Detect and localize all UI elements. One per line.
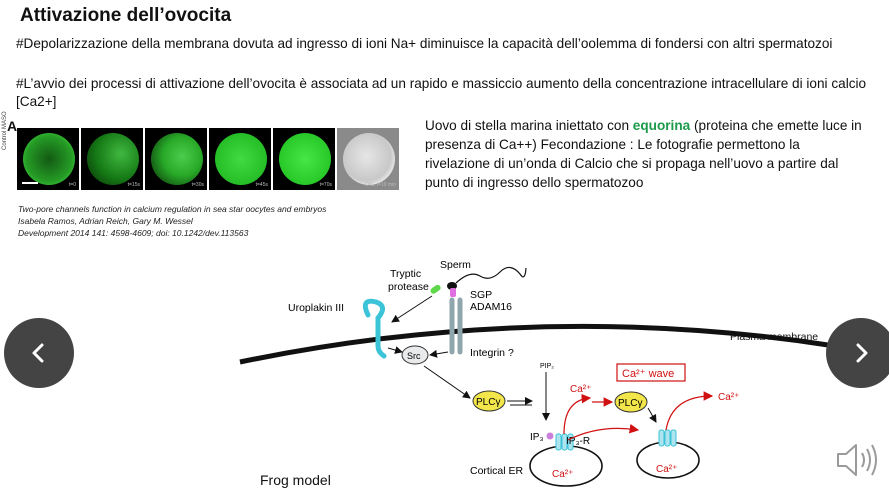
protease-to-uroplakin-arrow (391, 295, 433, 323)
pip2-label: PIP₂ (540, 363, 554, 370)
frame-time-label: t=15s (127, 182, 140, 188)
oocyte-image (215, 133, 267, 185)
tryptic-label-2: protease (388, 281, 429, 293)
ip3r-label: IP₃-R (566, 436, 590, 447)
bullet-calcium: #L’avvio dei processi di attivazione del… (16, 76, 867, 109)
plc-label-2: PLCγ (618, 398, 642, 409)
uroplakin-to-src-arrow (387, 346, 403, 354)
chevron-left-icon (32, 343, 44, 363)
frame-time-label: t=30s (191, 182, 204, 188)
ip3-molecule (546, 432, 554, 440)
adam16-label: ADAM16 (470, 301, 512, 313)
tryptic-protease-shape (430, 284, 441, 294)
integrin-label: Integrin ? (470, 347, 514, 359)
citation: Two-pore channels function in calcium re… (18, 203, 326, 239)
plc-label-1: PLCγ (476, 397, 500, 408)
aequorin-frame: t=0 (17, 128, 79, 190)
figure-panel-label: A (7, 118, 18, 134)
uroplakin-shape (362, 298, 387, 359)
cortical-er-label: Cortical ER (470, 465, 524, 477)
ca-label-released: Ca²⁺ (570, 384, 591, 395)
cortical-er-1 (529, 445, 603, 487)
slide-title: Attivazione dell’ovocita (20, 5, 232, 26)
tryptic-label-1: Tryptic (390, 268, 421, 280)
aequorin-frame: t=45s (209, 128, 271, 190)
description-highlight: equorina (632, 118, 691, 133)
ip3-receptor-2 (658, 429, 677, 447)
sperm-label: Sperm (440, 259, 471, 271)
src-to-plc-arrow (423, 365, 471, 399)
next-slide-button[interactable] (826, 318, 889, 388)
oocyte-image (279, 133, 331, 185)
plc-shape-1 (472, 390, 506, 412)
aequorin-frame: t=70s (273, 128, 335, 190)
ca-label-er-2: Ca²⁺ (656, 464, 677, 475)
integrin-to-src-arrow (429, 349, 449, 358)
chevron-right-icon (856, 343, 868, 363)
citation-authors: Isabela Ramos, Adrian Reich, Gary M. Wes… (18, 216, 193, 226)
uroplakin-label: Uroplakin III (288, 302, 344, 314)
frame-time-label: t=45s (255, 182, 268, 188)
citation-title: Two-pore channels function in calcium re… (18, 204, 327, 214)
description-text: Uovo di stella marina iniettato con equo… (425, 116, 865, 192)
sperm-tail (455, 266, 527, 284)
frame-time-label: DIC, t=10 min (365, 182, 396, 188)
integrin-shape (449, 297, 463, 355)
aequorin-image-strip: t=0 t=15s t=30s t=45s t=70s DIC, t=10 min (17, 128, 399, 190)
aequorin-frame: t=15s (81, 128, 143, 190)
aequorin-frame: DIC, t=10 min (337, 128, 399, 190)
oocyte-image (87, 133, 139, 185)
description-after: (proteina che emette luce in presenza di… (425, 118, 862, 190)
plc2-to-er2-arrow (647, 407, 657, 423)
sperm-head (447, 282, 457, 290)
plc-shape-2 (614, 391, 648, 413)
ca-label-er-1: Ca²⁺ (552, 469, 573, 480)
frame-time-label: t=70s (319, 182, 332, 188)
speaker-icon[interactable] (834, 440, 882, 480)
ip3-label: IP₃ (530, 432, 544, 443)
oocyte-image (23, 133, 75, 185)
src-shape (401, 345, 429, 365)
previous-slide-button[interactable] (4, 318, 74, 388)
src-label: Src (407, 351, 421, 361)
sgp-shape (450, 288, 456, 297)
scale-bar (22, 182, 38, 184)
oocyte-image (343, 133, 395, 185)
citation-journal: Development 2014 141: 4598-4609; doi: 10… (18, 228, 249, 238)
ca-release-arrow-up (563, 393, 592, 435)
bullet-depolarization: #Depolarizzazione della membrana dovuta … (16, 36, 833, 51)
frog-model-label: Frog model (260, 472, 331, 488)
oocyte-image (151, 133, 203, 185)
plasma-membrane-label: Plasma membrane (730, 331, 818, 343)
sgp-label: SGP (470, 289, 492, 301)
ca-to-er2-arrow (567, 423, 640, 441)
frame-time-label: t=0 (68, 182, 76, 188)
ca-wave-box (616, 363, 686, 382)
ca-label-end: Ca²⁺ (718, 392, 739, 403)
ca-release-arrow-er2 (665, 391, 714, 431)
plasma-membrane (239, 323, 836, 365)
aequorin-frame: t=30s (145, 128, 207, 190)
ca-wave-label: Ca²⁺ wave (622, 368, 674, 380)
description-before: Uovo di stella marina iniettato con (425, 118, 633, 133)
